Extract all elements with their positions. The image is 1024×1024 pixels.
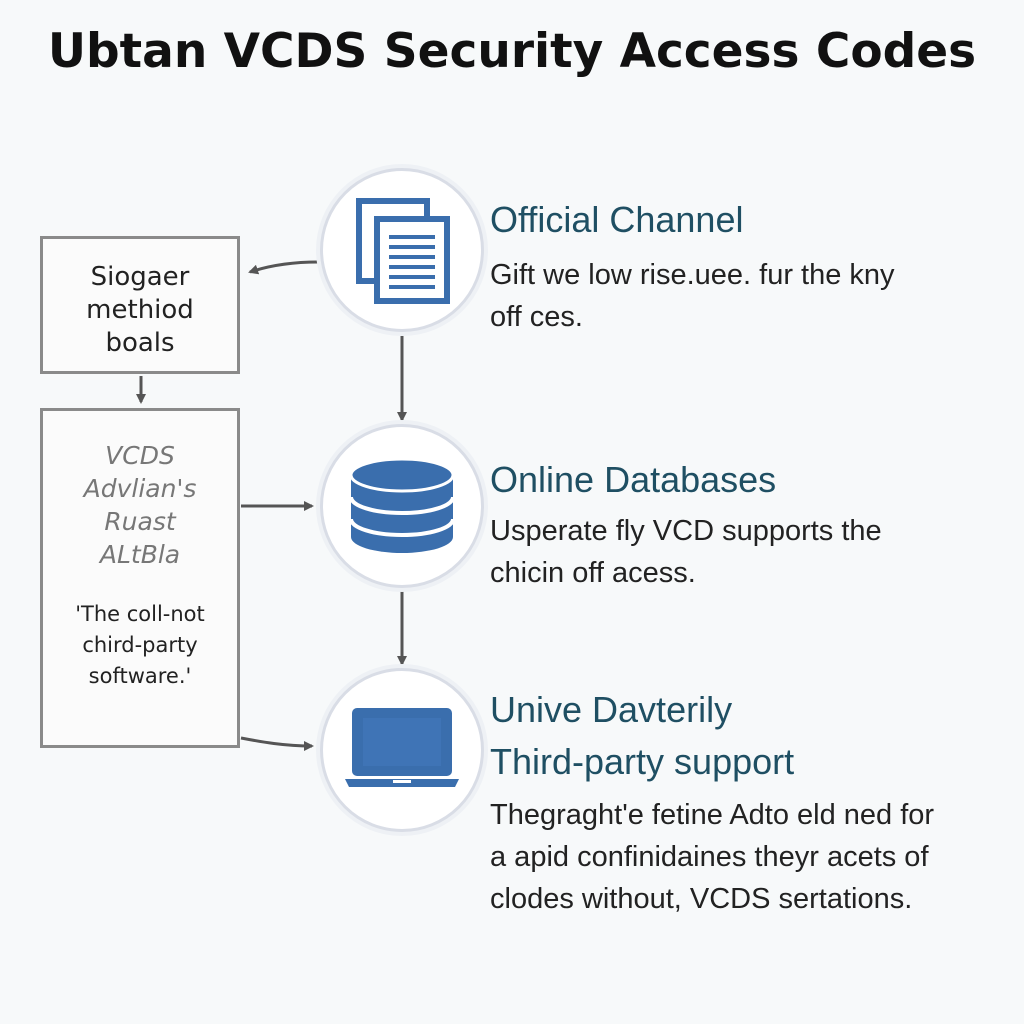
page-title: Ubtan VCDS Security Access Codes <box>47 24 977 79</box>
third-party-desc-line-1: Thegraght'e fetine Adto eld ned for <box>490 799 935 831</box>
official-channel-circle <box>320 168 484 332</box>
vcds-quote-line-2: chird-party <box>82 633 198 657</box>
official-channel-desc-line-2: off ces. <box>490 301 583 333</box>
vcds-title-line-1: VCDS <box>105 441 175 470</box>
documents-icon <box>356 198 450 304</box>
official-channel-desc: Gift we low rise.uee. fur the kny off ce… <box>490 254 895 338</box>
method-line-2: methiod <box>86 295 194 325</box>
method-line-3: boals <box>105 328 175 358</box>
vcds-box-quote: 'The coll-not chird-party software.' <box>43 599 237 692</box>
online-databases-desc-line-2: chicin off acess. <box>490 557 696 589</box>
arrow-vcds-to-thirdparty <box>240 736 314 751</box>
official-channel-heading: Official Channel <box>490 199 744 240</box>
third-party-desc-line-3: clodes without, VCDS sertations. <box>490 883 913 915</box>
online-databases-circle <box>320 424 484 588</box>
third-party-heading-line-2: Third-party support <box>490 741 795 782</box>
method-line-1: Siogaer <box>90 262 190 292</box>
vcds-title-line-4: ALtBla <box>99 540 181 569</box>
database-icon <box>349 457 455 553</box>
third-party-heading-line-1: Unive Davterily <box>490 689 733 730</box>
online-databases-heading: Online Databases <box>490 459 777 500</box>
method-goals-box: Siogaer methiod boals <box>40 236 240 374</box>
third-party-desc-line-2: a apid confinidaines theyr acets of <box>490 841 929 873</box>
vcds-title-line-2: Advlian's <box>83 474 197 503</box>
vcds-quote-line-3: software.' <box>88 664 192 688</box>
vcds-title-line-3: Ruast <box>104 507 176 536</box>
official-channel-desc-line-1: Gift we low rise.uee. fur the kny <box>490 259 895 291</box>
arrow-channel-to-method <box>248 260 319 275</box>
vcds-box-title: VCDS Advlian's Ruast ALtBla <box>43 439 237 571</box>
vcds-quote-line-1: 'The coll-not <box>75 602 205 626</box>
third-party-desc: Thegraght'e fetine Adto eld ned for a ap… <box>490 794 934 920</box>
vcds-source-box: VCDS Advlian's Ruast ALtBla 'The coll-no… <box>40 408 240 748</box>
third-party-heading: Unive Davterily Third-party support <box>490 684 794 788</box>
third-party-circle <box>320 668 484 832</box>
laptop-icon <box>345 708 459 787</box>
online-databases-desc-line-1: Usperate fly VCD supports the <box>490 515 882 547</box>
online-databases-desc: Usperate fly VCD supports the chicin off… <box>490 510 882 594</box>
